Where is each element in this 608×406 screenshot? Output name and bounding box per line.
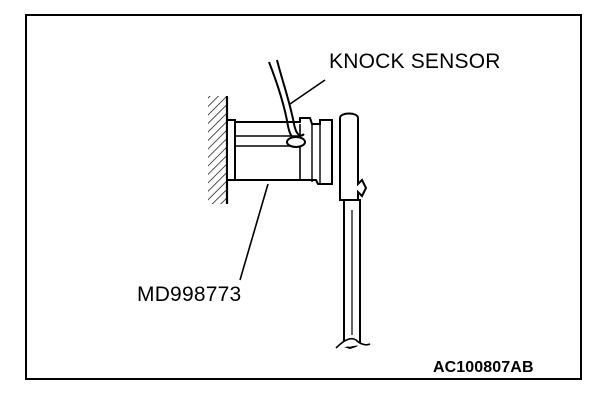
tool-leader xyxy=(239,183,269,281)
figure-id-label: AC100807AB xyxy=(433,359,534,376)
figure-frame xyxy=(25,14,582,380)
ratchet-handle xyxy=(335,112,371,350)
knock-sensor-label: KNOCK SENSOR xyxy=(329,50,501,73)
knock-sensor-wire xyxy=(268,59,306,148)
special-tool-body xyxy=(226,117,333,185)
engine-block-wall xyxy=(208,96,229,204)
tool-number-label: MD998773 xyxy=(137,283,242,306)
knock-sensor-leader xyxy=(289,79,326,105)
